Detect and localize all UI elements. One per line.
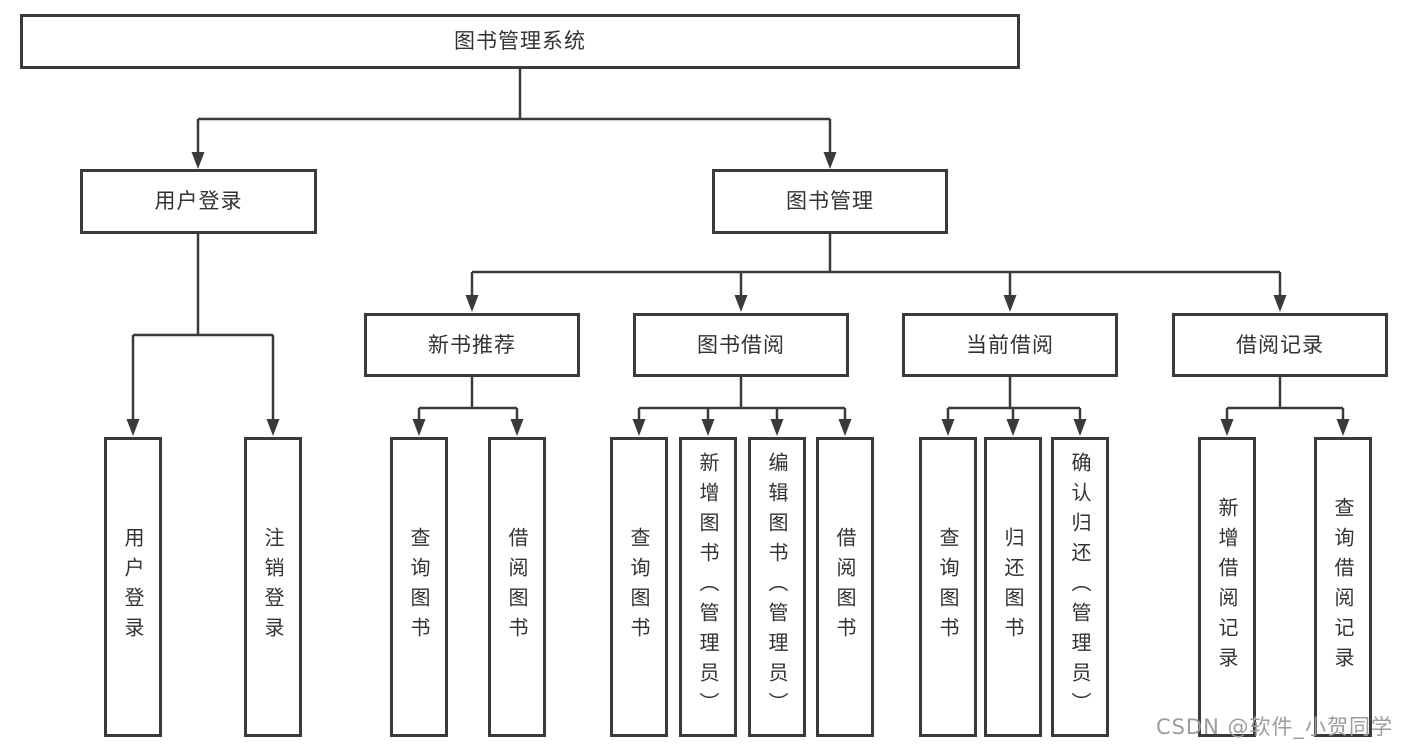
leaf-bb-edit-books-admin: 编辑图书（管理员） [748,437,806,737]
leaf-cb-return-books: 归还图书 [984,437,1042,737]
leaf-cb-query-books: 查询图书 [919,437,977,737]
connector-current-borrow-to-leaves [941,377,1087,436]
node-user-login: 用户登录 [80,169,317,234]
node-library-management-system: 图书管理系统 [20,14,1020,69]
node-borrowing-records: 借阅记录 [1172,313,1388,377]
node-book-management: 图书管理 [712,169,948,234]
leaf-br-query-record: 查询借阅记录 [1314,437,1372,737]
leaf-rec-query-books: 查询图书 [390,437,448,737]
connector-borrow-record-to-leaves [1220,377,1350,436]
connector-book-mgmt-to-level3 [465,234,1287,312]
connector-root-to-level2 [191,69,837,169]
connector-book-borrow-to-leaves [632,377,852,436]
leaf-bb-add-books-admin: 新增图书（管理员） [679,437,737,737]
leaf-bb-query-books: 查询图书 [610,437,668,737]
leaf-user-login: 用户登录 [104,437,162,737]
node-current-borrowing: 当前借阅 [902,313,1118,377]
connector-user-login-to-leaves [126,234,280,436]
csdn-watermark: CSDN @软件_小贺同学 [1155,715,1393,739]
connector-new-book-rec-to-leaves [412,377,524,436]
leaf-logout: 注销登录 [244,437,302,737]
leaf-bb-borrow-books: 借阅图书 [816,437,874,737]
node-book-borrowing: 图书借阅 [633,313,849,377]
leaf-cb-confirm-return-admin: 确认归还（管理员） [1051,437,1109,737]
node-new-book-recommendation: 新书推荐 [364,313,580,377]
leaf-rec-borrow-books: 借阅图书 [488,437,546,737]
leaf-br-add-record: 新增借阅记录 [1198,437,1256,737]
